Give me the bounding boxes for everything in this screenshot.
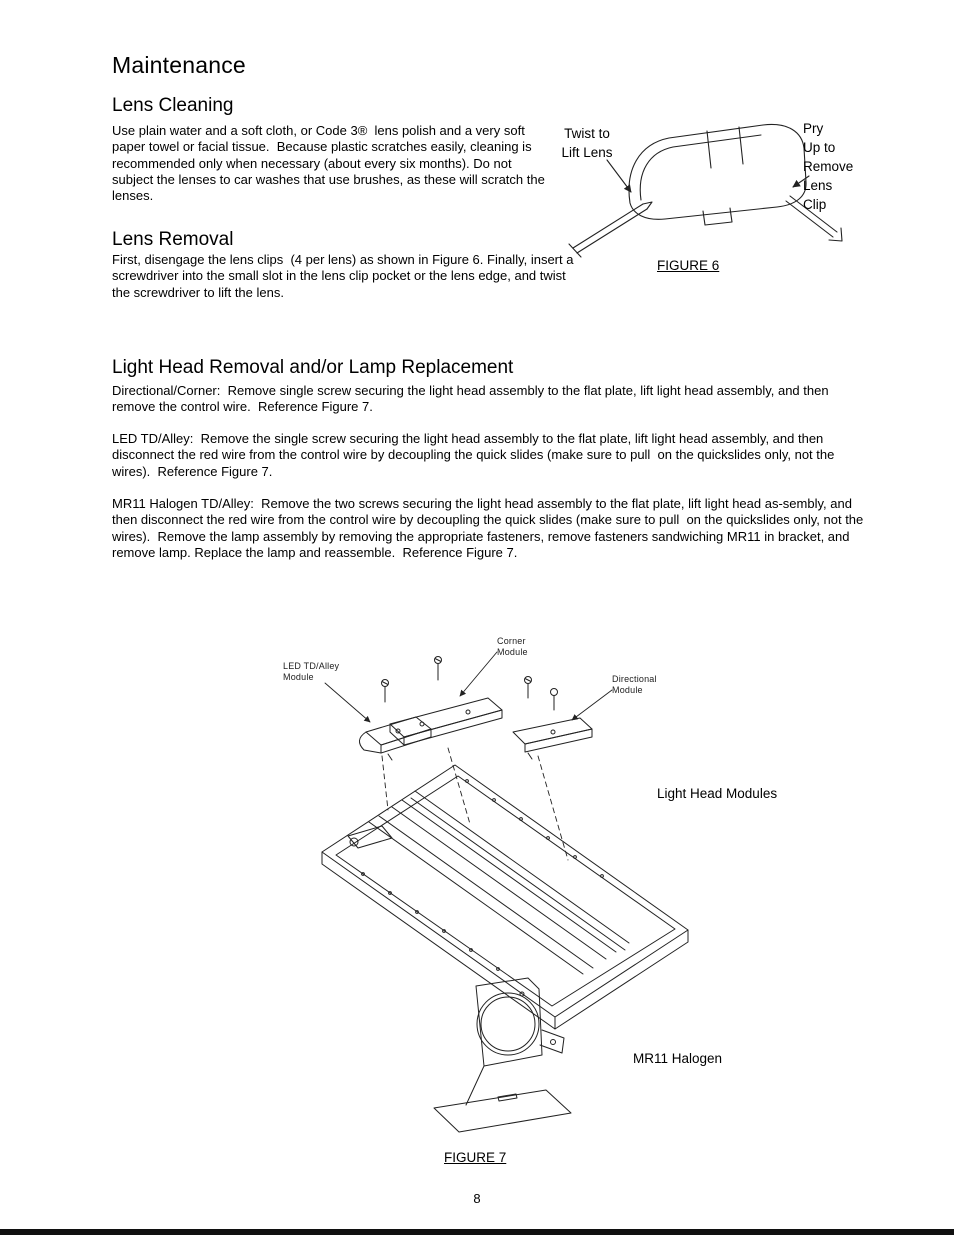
screw-icons <box>381 656 558 711</box>
figure7-directional-module-label: Directional Module <box>612 674 657 695</box>
heading-lens-removal: Lens Removal <box>112 229 234 250</box>
figure7-corner-module-label: Corner Module <box>497 636 528 657</box>
heading-light-head-removal: Light Head Removal and/or Lamp Replaceme… <box>112 357 514 378</box>
mr11-halogen-module-drawing <box>465 977 565 1106</box>
lens-dome-drawing <box>628 123 807 226</box>
figure6-pry-label: Pry Up to Remove Lens Clip <box>803 121 854 212</box>
label-leader-arrows <box>324 651 613 723</box>
corner-module-drawing <box>389 697 503 746</box>
directional-module-drawing <box>512 717 593 760</box>
screwdriver-left-icon <box>568 201 653 258</box>
heading-lens-cleaning: Lens Cleaning <box>112 95 234 116</box>
lens-cleaning-text: Use plain water and a soft cloth, or Cod… <box>112 123 549 204</box>
flat-plate-drawing <box>433 1089 572 1133</box>
figure7-led-module-label: LED TD/Alley Module <box>283 661 340 682</box>
light-head-paragraph-mr11: MR11 Halogen TD/Alley: Remove the two sc… <box>112 496 867 560</box>
scan-edge-bar <box>0 1229 954 1235</box>
figure7-mr11-halogen-label: MR11 Halogen <box>633 1051 723 1066</box>
light-head-paragraph-directional: Directional/Corner: Remove single screw … <box>112 383 833 415</box>
figure7-caption: FIGURE 7 <box>444 1150 507 1165</box>
figure7-lightbar-drawing <box>321 651 689 1133</box>
figure6-lens-drawing <box>568 123 843 258</box>
page-number: 8 <box>473 1191 481 1206</box>
figure6-caption: FIGURE 6 <box>657 258 720 273</box>
figure6-twist-label: Twist to Lift Lens <box>561 126 613 160</box>
figure7-light-head-modules-label: Light Head Modules <box>657 786 778 801</box>
lens-removal-text: First, disengage the lens clips (4 per l… <box>112 252 578 300</box>
exploded-view-dashed-lines <box>381 747 569 861</box>
pry-arrow <box>792 175 810 188</box>
screwdriver-right-icon <box>785 195 843 242</box>
lightbar-tray-drawing <box>321 764 689 1030</box>
light-head-paragraph-led: LED TD/Alley: Remove the single screw se… <box>112 431 838 479</box>
twist-arrow <box>606 159 632 193</box>
page-title: Maintenance <box>112 52 246 78</box>
